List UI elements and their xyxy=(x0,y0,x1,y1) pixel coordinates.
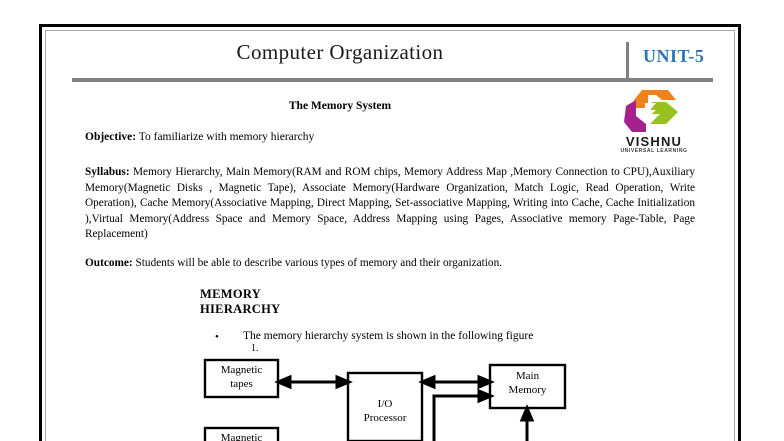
label-io-processor-line2: Processor xyxy=(363,411,407,424)
vishnu-logo-mark xyxy=(624,90,678,132)
memory-hierarchy-heading: MEMORY HIERARCHY xyxy=(200,287,280,317)
objective-label: Objective: xyxy=(85,131,137,143)
label-main-memory-line1: Main xyxy=(515,370,540,382)
syllabus-paragraph: Syllabus: Memory Hierarchy, Main Memory(… xyxy=(85,165,695,243)
label-magnetic-tapes-line2: tapes xyxy=(230,377,253,390)
syllabus-text: Memory Hierarchy, Main Memory(RAM and RO… xyxy=(85,166,695,241)
memory-hierarchy-svg xyxy=(203,358,567,441)
label-magnetic-disks-line1: Magnetic xyxy=(220,432,263,441)
syllabus-label: Syllabus: xyxy=(85,166,130,178)
page-title: Computer Organization xyxy=(236,40,444,64)
header-vertical-divider xyxy=(626,42,629,80)
label-main-memory-line2: Memory xyxy=(508,383,547,396)
outcome-text: Students will be able to describe variou… xyxy=(135,257,503,269)
page-border-outer xyxy=(39,24,741,441)
label-magnetic-disks: Magnetic xyxy=(205,432,278,441)
objective-text: To familiarize with memory hierarchy xyxy=(138,131,315,143)
memory-hierarchy-heading-line2: HIERARCHY xyxy=(200,302,281,316)
bullet-text: The memory hierarchy system is shown in … xyxy=(243,330,534,342)
outcome-label: Outcome: xyxy=(85,257,133,269)
label-main-memory: Main Memory xyxy=(490,370,565,397)
box-magnetic-disks xyxy=(203,426,280,441)
box-io-processor xyxy=(346,371,424,441)
unit-label: UNIT-5 xyxy=(643,46,705,66)
objective-paragraph: Objective: To familiarize with memory hi… xyxy=(85,131,314,143)
header-horizontal-rule xyxy=(72,78,713,82)
label-magnetic-tapes: Magnetic tapes xyxy=(205,364,278,391)
vishnu-wordmark: VISHNU xyxy=(625,134,683,149)
label-io-processor-line1: I/O xyxy=(377,398,393,410)
bullet-icon: • xyxy=(215,331,219,343)
vishnu-logo: VISHNU UNIVERSAL LEARNING xyxy=(612,86,696,158)
page-border-inner xyxy=(45,30,735,441)
label-magnetic-tapes-line1: Magnetic xyxy=(220,364,263,376)
label-io-processor: I/O Processor xyxy=(348,398,422,425)
memory-hierarchy-figure: Magnetic tapes I/O Processor Main Memory… xyxy=(180,350,600,441)
memory-hierarchy-heading-line1: MEMORY xyxy=(200,287,262,301)
outcome-paragraph: Outcome: Students will be able to descri… xyxy=(85,257,502,269)
box-magnetic-tapes xyxy=(203,358,280,399)
document-header: Computer Organization UNIT-5 xyxy=(60,40,720,85)
vishnu-tagline: UNIVERSAL LEARNING xyxy=(620,148,688,154)
figure-number: 1. xyxy=(251,343,259,354)
section-subtitle: The Memory System xyxy=(288,100,392,112)
